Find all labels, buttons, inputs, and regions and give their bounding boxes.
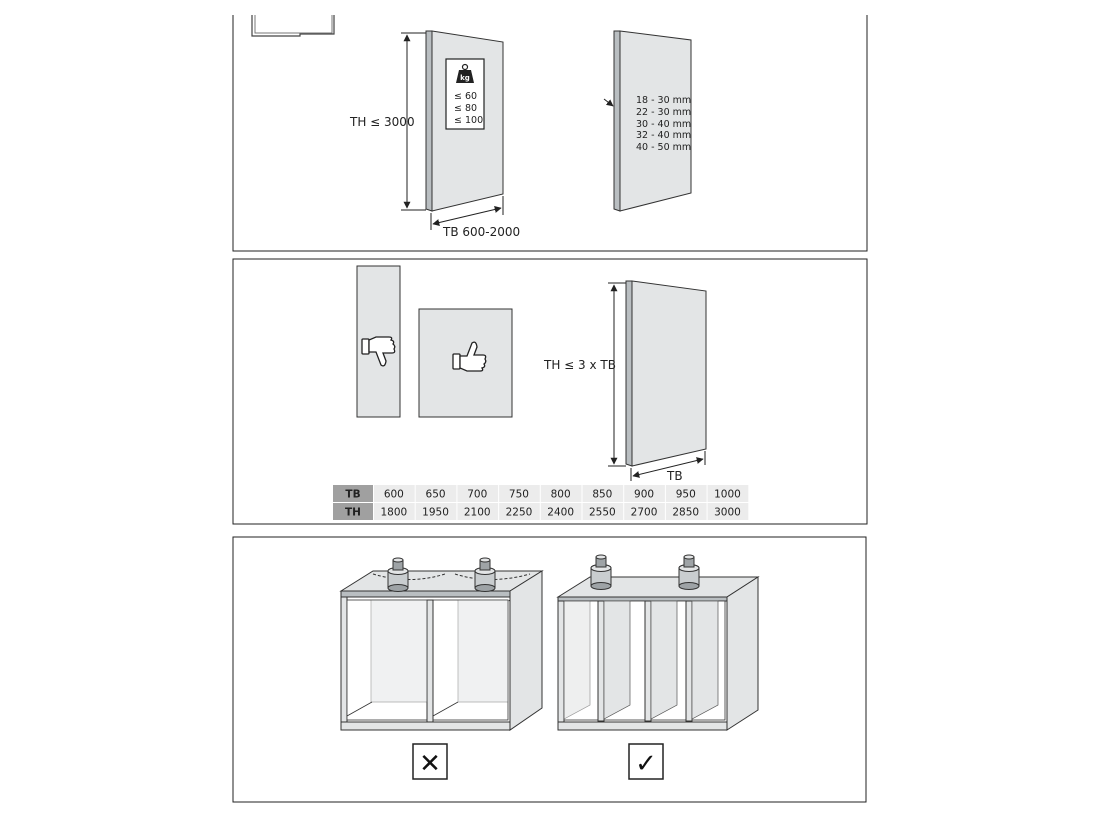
table-cell-value: 2250 xyxy=(506,507,533,519)
table-cell-value: 950 xyxy=(676,489,696,501)
table-cell xyxy=(707,503,749,520)
wide-door-example xyxy=(418,308,513,418)
table-cell xyxy=(582,503,624,520)
panel-load-support: ✕ ✓ xyxy=(232,536,867,803)
cabinet-corner-partial xyxy=(251,15,335,37)
thickness-list: 18 - 30 mm 22 - 30 mm 30 - 40 mm 32 - 40… xyxy=(636,95,691,153)
thickness-value: 30 - 40 mm xyxy=(636,119,691,130)
width-limit-label: TB 600-2000 xyxy=(442,225,520,239)
weight-limit-box: kg ≤ 60 ≤ 80 ≤ 100 xyxy=(445,58,485,130)
tall-door-panel xyxy=(625,280,707,467)
height-ratio-label: TH ≤ 3 x TB xyxy=(543,358,616,372)
table-cell-value: 850 xyxy=(592,489,612,501)
table-row-header: TH xyxy=(345,507,361,519)
table-cell-value: 3000 xyxy=(714,507,741,519)
table-cell xyxy=(457,503,499,520)
thickness-value: 18 - 30 mm xyxy=(636,95,691,106)
thumbs-down-icon xyxy=(361,336,396,367)
weight-cylinder-icon xyxy=(590,554,612,590)
right-mark-box: ✓ xyxy=(628,743,664,780)
table-cell xyxy=(582,485,624,502)
table-cell xyxy=(665,503,707,520)
table-cell-value: 900 xyxy=(634,489,654,501)
weight-cylinder-icon xyxy=(387,557,409,592)
table-cell xyxy=(665,485,707,502)
table-cell-value: 650 xyxy=(426,489,446,501)
panel-proportion-rule: TH ≤ 3 x TB TB TB 600 650 700 750 800 850 900 95… xyxy=(232,258,868,525)
table-cell xyxy=(707,485,749,502)
weight-icon: kg xyxy=(456,63,474,83)
narrow-door-example xyxy=(356,265,401,418)
table-cell xyxy=(415,503,457,520)
width-ratio-dimension: TB xyxy=(630,451,706,483)
thumbs-up-icon xyxy=(452,341,487,372)
cross-icon: ✕ xyxy=(419,749,441,779)
weight-value: ≤ 60 xyxy=(454,91,477,102)
table-cell-value: 600 xyxy=(384,489,404,501)
wrong-mark-box: ✕ xyxy=(412,743,448,780)
table-cell xyxy=(499,485,540,502)
width-ratio-label: TB xyxy=(666,469,683,483)
panel-door-limits: kg ≤ 60 ≤ 80 ≤ 100 TH ≤ 3000 TB 600-2000 xyxy=(232,15,868,252)
table-cell xyxy=(499,503,540,520)
table-cell-value: 2850 xyxy=(672,507,699,519)
weight-value: ≤ 80 xyxy=(454,103,477,114)
table-cell xyxy=(415,485,457,502)
thickness-value: 32 - 40 mm xyxy=(636,130,691,141)
weight-cylinder-icon xyxy=(678,554,700,590)
height-limit-label: TH ≤ 3000 xyxy=(349,115,415,129)
table-cell xyxy=(540,503,582,520)
height-ratio-dimension: TH ≤ 3 x TB xyxy=(543,282,626,467)
table-cell-value: 2550 xyxy=(589,507,616,519)
table-cell-value: 1800 xyxy=(380,507,407,519)
width-dimension: TB 600-2000 xyxy=(430,196,520,239)
check-icon: ✓ xyxy=(635,749,657,779)
table-cell-value: 2700 xyxy=(631,507,658,519)
table-cell xyxy=(457,485,499,502)
table-cell xyxy=(624,503,665,520)
table-cell-value: 1000 xyxy=(714,489,741,501)
table-cell-value: 2100 xyxy=(464,507,491,519)
table-cell xyxy=(540,485,582,502)
table-cell-value: 800 xyxy=(551,489,571,501)
thickness-value: 22 - 30 mm xyxy=(636,107,691,118)
thickness-value: 40 - 50 mm xyxy=(636,142,691,153)
door-panel-thickness xyxy=(603,30,692,212)
table-cell-value: 750 xyxy=(509,489,529,501)
table-cell-value: 1950 xyxy=(422,507,449,519)
table-cell xyxy=(374,503,415,520)
weight-cylinder-icon xyxy=(474,557,496,592)
weight-value: ≤ 100 xyxy=(454,115,483,126)
table-cell xyxy=(374,485,415,502)
weight-icon-label: kg xyxy=(460,74,470,82)
height-dimension: TH ≤ 3000 xyxy=(349,32,426,211)
table-cell xyxy=(624,485,665,502)
table-row-header: TB xyxy=(345,489,360,501)
cabinet-supported-example xyxy=(556,554,760,731)
table-header-cell xyxy=(333,485,373,502)
table-cell-value: 700 xyxy=(467,489,487,501)
table-cell-value: 2400 xyxy=(547,507,574,519)
cabinet-sagging-example xyxy=(339,557,544,731)
table-header-cell xyxy=(333,503,373,520)
